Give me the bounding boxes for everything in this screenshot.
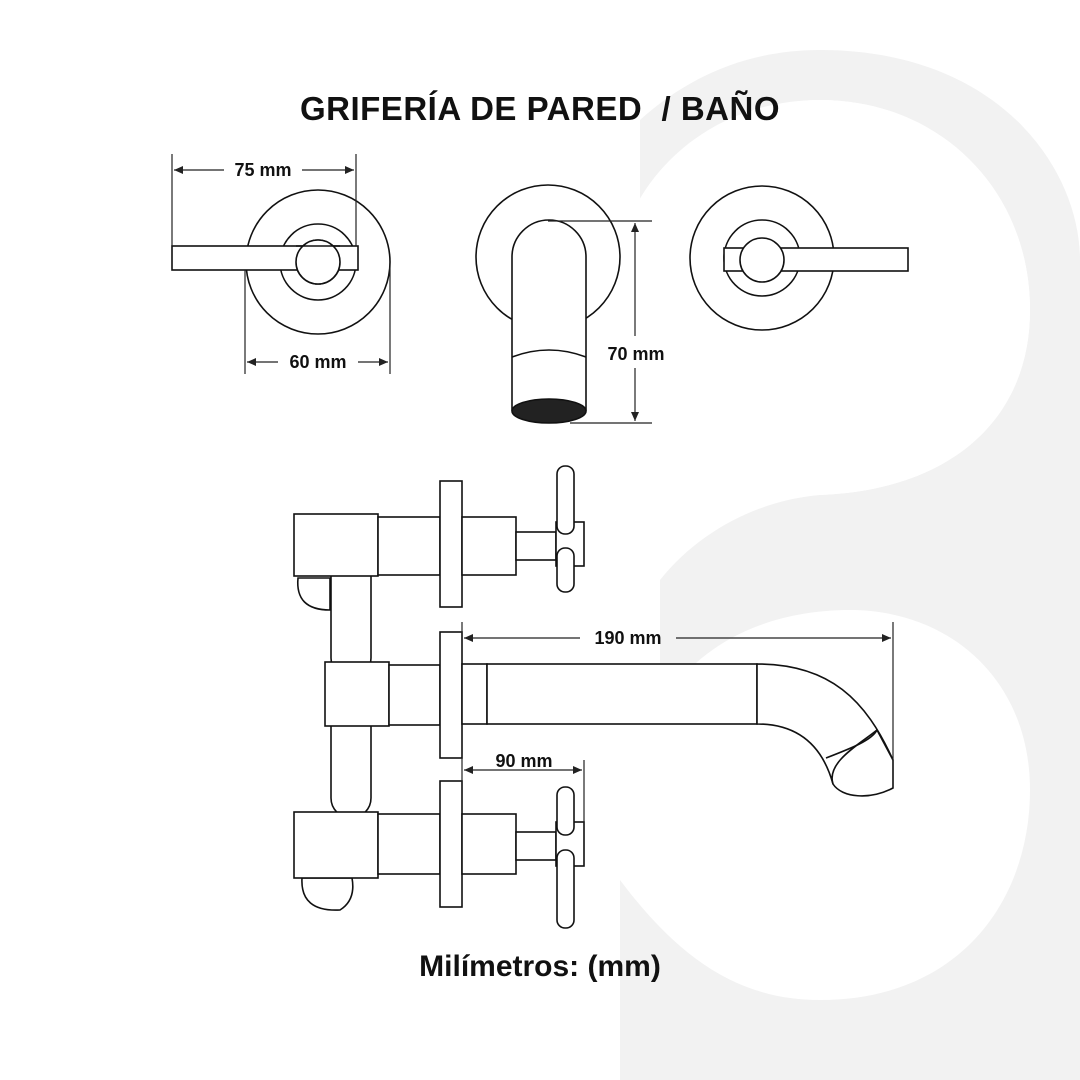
faucet-side-view xyxy=(293,465,894,929)
dimension-label-90mm: 90 mm xyxy=(495,751,552,771)
units-caption: Milímetros: (mm) xyxy=(419,950,661,983)
spout-front-view xyxy=(475,184,621,424)
dimension-label-190mm: 190 mm xyxy=(594,628,661,648)
right-handle-front-view xyxy=(689,185,909,331)
dimension-label-70mm: 70 mm xyxy=(607,344,664,364)
dimension-spout-length: 190 mm xyxy=(461,622,894,760)
dimension-spout-height: 70 mm xyxy=(548,220,665,424)
dimension-handle-length: 75 mm xyxy=(171,154,357,246)
dimension-escutcheon-diameter: 60 mm xyxy=(244,262,391,374)
dimension-handle-depth: 90 mm xyxy=(461,751,585,824)
dimension-label-75mm: 75 mm xyxy=(234,160,291,180)
left-handle-front-view xyxy=(171,189,391,335)
dimension-label-60mm: 60 mm xyxy=(289,352,346,372)
page-title: GRIFERÍA DE PARED / BAÑO xyxy=(299,90,781,127)
